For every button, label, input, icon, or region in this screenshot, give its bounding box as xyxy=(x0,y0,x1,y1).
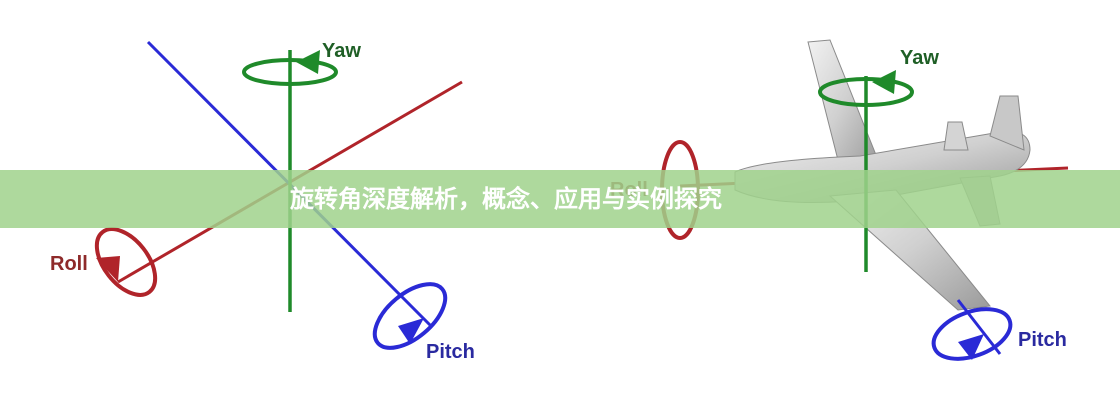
left-diagram: Yaw Roll Pitch xyxy=(50,40,475,363)
pitch-rotation-icon xyxy=(372,282,448,350)
yaw-label: Yaw xyxy=(322,40,361,62)
pitch-label: Pitch xyxy=(426,341,475,363)
roll-label: Roll xyxy=(50,253,88,275)
yaw-rotation-icon xyxy=(242,50,338,86)
page-title: 旋转角深度解析，概念、应用与实例探究 xyxy=(290,185,722,213)
plane-yaw-rotation-icon xyxy=(818,70,914,107)
plane-pitch-axis-line xyxy=(956,299,1002,355)
plane-yaw-label: Yaw xyxy=(900,47,939,69)
plane-pitch-rotation-icon xyxy=(931,307,1013,361)
roll-rotation-icon xyxy=(94,227,158,297)
title-banner: 旋转角深度解析，概念、应用与实例探究 xyxy=(0,170,1120,228)
plane-pitch-label: Pitch xyxy=(1018,329,1067,351)
